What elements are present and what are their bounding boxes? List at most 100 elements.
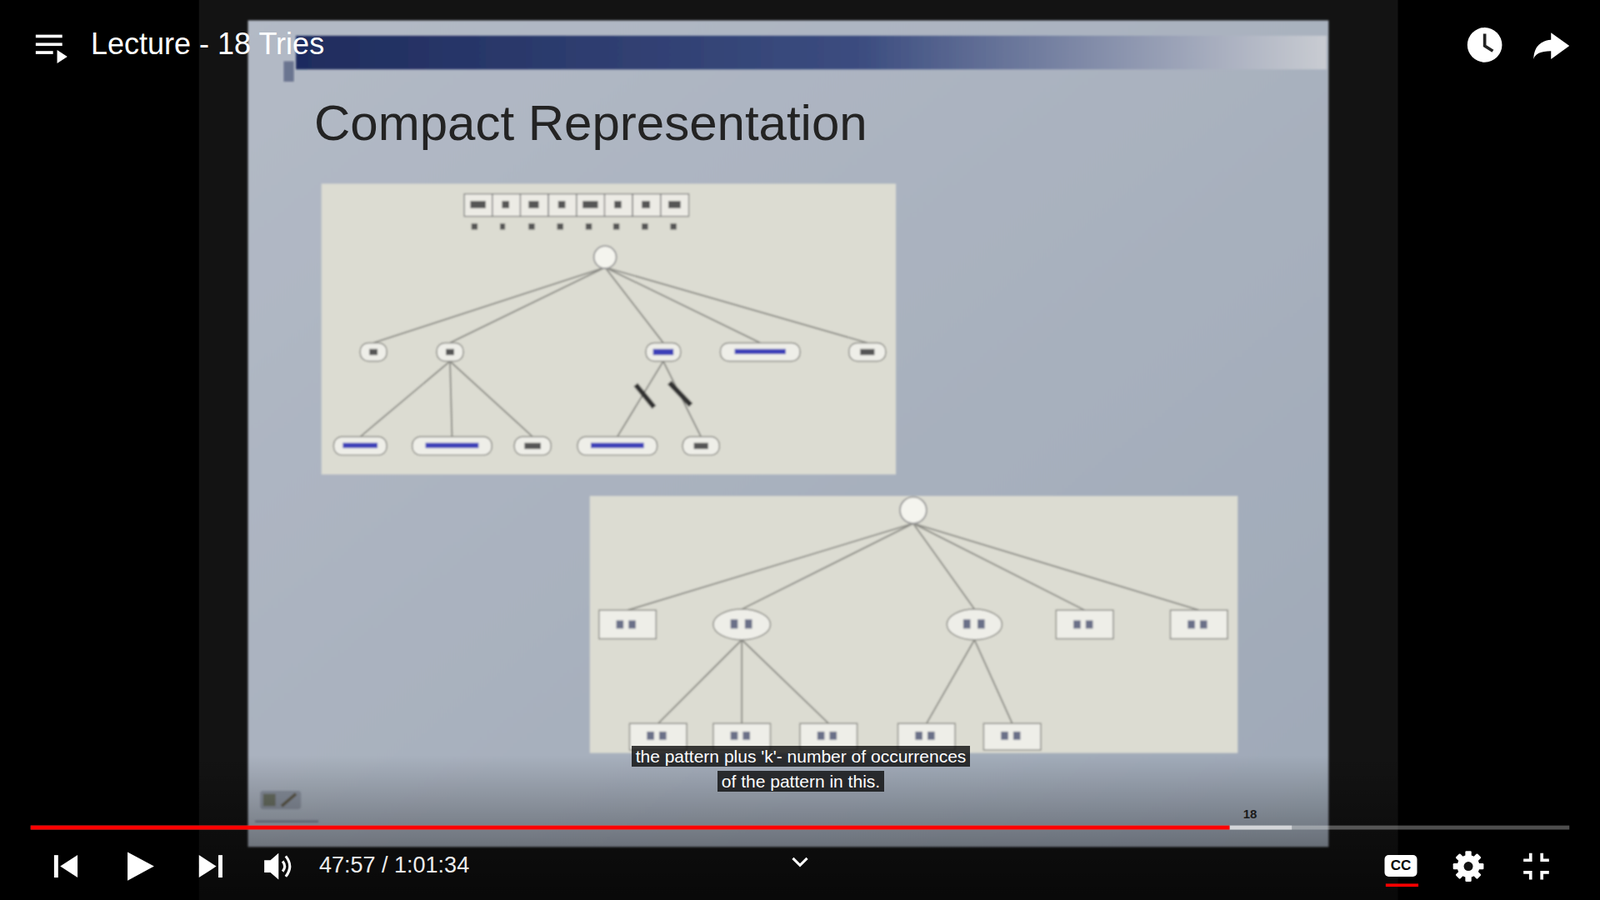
lower-trie-figure-part-part <box>740 640 743 724</box>
upper-trie-figure-part-part <box>360 360 450 437</box>
lower-trie-figure-part-part <box>1200 620 1208 629</box>
upper-trie-figure-part-part <box>663 360 701 437</box>
upper-trie-figure-part-part <box>582 200 598 209</box>
video-title: Lecture - 18 Tries <box>90 26 325 62</box>
lower-trie-figure-part-part <box>830 731 838 740</box>
upper-trie-figure-part-part <box>492 194 521 217</box>
upper-trie-figure-part-part <box>445 349 455 355</box>
previous-button <box>54 855 78 878</box>
upper-trie-figure-part-part <box>577 436 658 455</box>
lower-trie-figure-part-part <box>1055 610 1114 639</box>
lower-trie-figure-part-part <box>963 619 971 629</box>
progress-bar-part <box>1230 825 1293 830</box>
lower-trie-figure-part-part <box>745 619 753 629</box>
upper-trie-figure-part <box>594 245 617 269</box>
play-button <box>127 851 155 880</box>
upper-trie-figure-part <box>669 382 691 405</box>
upper-trie-figure-part-part <box>528 223 535 230</box>
upper-trie-figure-part-part <box>585 223 592 230</box>
upper-trie-figure-part <box>360 267 868 437</box>
lower-trie-figure-part-part <box>977 619 985 629</box>
exit-fullscreen-icon-part <box>1523 853 1531 861</box>
upper-trie-figure-part-part <box>514 436 551 455</box>
lower-trie-figure-part-part <box>627 523 914 610</box>
watch-later-icon-part <box>1467 27 1503 63</box>
exit-fullscreen-icon <box>1523 853 1550 880</box>
lower-trie-figure-part-part <box>974 640 1012 724</box>
upper-trie-figure-part-part <box>653 349 674 355</box>
lower-trie-figure-part-part <box>616 620 625 629</box>
exit-fullscreen-icon-part <box>1541 872 1550 880</box>
settings-icon-part-part <box>1455 853 1481 880</box>
upper-trie-figure-part-part <box>500 223 505 230</box>
volume-icon-part <box>264 853 279 880</box>
upper-trie-figure-part-part <box>849 342 886 361</box>
lower-trie-figure-part-part <box>983 723 1041 750</box>
lower-trie-figure-part-part <box>915 731 923 740</box>
playlist-icon-part <box>35 35 63 39</box>
share-icon-part <box>1533 32 1570 60</box>
slide-title: Compact Representation <box>314 94 868 152</box>
upper-trie-figure-part-part <box>613 223 620 230</box>
chevron-icon <box>792 858 807 866</box>
cc-underline <box>1385 883 1419 887</box>
lower-trie-figure-part-part <box>741 523 914 610</box>
lower-trie-figure-part-part <box>913 523 975 610</box>
upper-trie-figure-part-part <box>605 194 634 217</box>
settings-icon-part <box>1453 850 1485 882</box>
volume-icon-part <box>282 860 285 871</box>
upper-trie-figure-part-part <box>735 349 786 355</box>
lower-trie-figure-part-part <box>926 640 975 724</box>
lower-trie-figure-part-part <box>946 609 1002 640</box>
settings-icon <box>1453 850 1485 882</box>
upper-trie-figure-part <box>464 194 689 217</box>
lower-trie-figure-part-part <box>730 731 739 740</box>
exit-fullscreen-icon-part <box>1523 872 1531 880</box>
upper-trie-figure-part-part <box>860 349 875 355</box>
lower-trie-figure-part-part <box>817 731 825 740</box>
lower-trie-figure-part-part <box>1170 610 1228 639</box>
lower-trie-figure-part <box>599 609 1228 750</box>
time-display: 47:57 / 1:01:34 <box>319 852 470 879</box>
lower-trie-figure-part-part <box>658 640 742 724</box>
previous-button-part <box>60 855 78 878</box>
upper-trie-figure-part-part <box>720 342 800 361</box>
upper-trie-figure-part-part <box>590 442 645 448</box>
upper-trie-figure-part-part <box>645 342 681 361</box>
upper-trie-figure-part-part <box>342 442 378 448</box>
upper-trie-figure-part-part <box>670 223 676 230</box>
watch-later-icon <box>1467 27 1503 63</box>
upper-trie-figure-part-part <box>557 223 564 230</box>
upper-trie-figure-part-part <box>682 436 720 455</box>
lower-trie-figure-part <box>590 495 1239 754</box>
settings-icon-part <box>1464 861 1474 871</box>
upper-trie-figure-part-part <box>632 194 661 217</box>
upper-trie-figure-part <box>342 349 785 449</box>
lower-trie-figure-part-part <box>1085 620 1094 629</box>
next-button <box>199 855 223 878</box>
upper-trie-figure-part-part <box>471 223 478 230</box>
upper-trie-figure-part-part <box>528 200 539 209</box>
lower-trie-figure-part <box>900 496 927 524</box>
upper-trie-figure-part-part <box>605 267 664 344</box>
upper-trie-figure-part-part <box>436 342 464 361</box>
next-button-part <box>199 855 217 878</box>
upper-trie-figure-part-part <box>450 360 452 437</box>
upper-trie-figure-part-part <box>614 200 622 209</box>
cc-button: CC <box>1385 855 1418 877</box>
upper-trie-figure-part <box>470 200 680 230</box>
upper-trie-figure-part-part <box>412 436 493 455</box>
upper-trie-figure-part-part <box>548 194 577 217</box>
lower-trie-figure-part-part <box>1187 620 1195 629</box>
volume-icon-part <box>285 855 290 876</box>
subtitle-text: the pattern plus 'k'- number of occurren… <box>631 745 971 792</box>
upper-trie-figure-part-part <box>524 442 541 449</box>
lower-trie-figure-part-part <box>659 731 667 740</box>
upper-trie-figure-part-part <box>450 267 605 344</box>
previous-button-part <box>54 855 59 878</box>
lower-trie-figure-part-part <box>1000 731 1009 740</box>
lower-trie-figure-part-part <box>713 609 771 640</box>
upper-trie-figure-part-part <box>668 200 681 209</box>
upper-trie-figure-part <box>635 385 655 408</box>
